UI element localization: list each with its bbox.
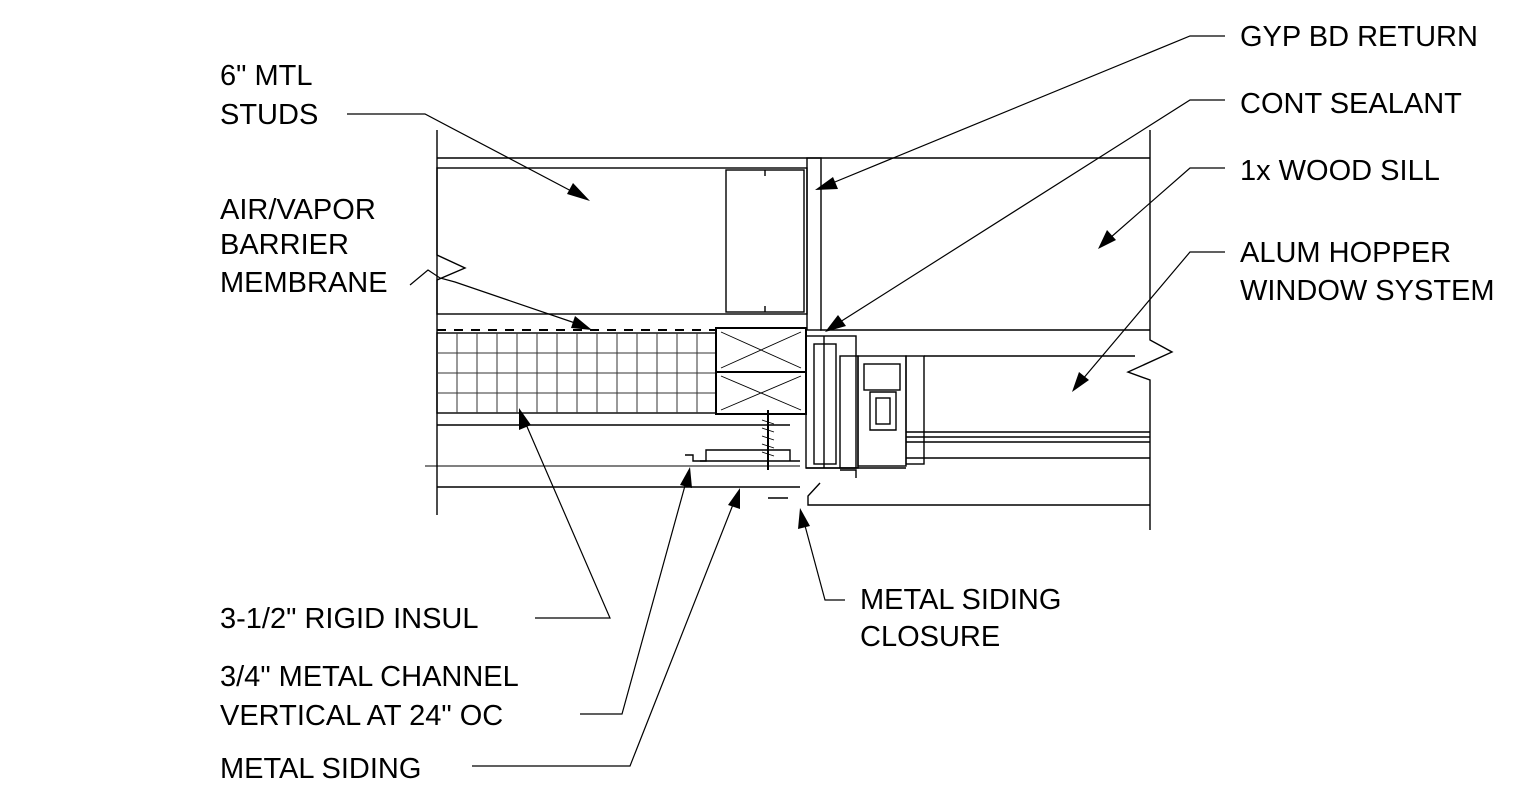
- label-cont-sealant: CONT SEALANT: [1240, 88, 1462, 120]
- label-gyp-bd-return: GYP BD RETURN: [1240, 21, 1478, 53]
- labels: 6" MTL STUDS AIR/VAPOR BARRIER MEMBRANE …: [220, 21, 1495, 785]
- wood-blocking: [715, 327, 807, 470]
- label-closure-line2: CLOSURE: [860, 621, 1000, 653]
- window-glazing: [820, 329, 1150, 459]
- label-channel-line2: VERTICAL AT 24" OC: [220, 700, 503, 732]
- rigid-insulation: [436, 332, 717, 414]
- label-closure-line1: METAL SIDING: [860, 584, 1061, 616]
- leaders: [347, 35, 1225, 767]
- label-mtl-studs-line1: 6" MTL: [220, 60, 312, 92]
- label-metal-siding: METAL SIDING: [220, 753, 421, 785]
- label-barrier-line3: MEMBRANE: [220, 267, 388, 299]
- label-rigid-insul: 3-1/2" RIGID INSUL: [220, 603, 478, 635]
- label-hopper-line1: ALUM HOPPER: [1240, 237, 1451, 269]
- gyp-bd-return-shape: [806, 157, 822, 331]
- label-mtl-studs-line2: STUDS: [220, 99, 318, 131]
- label-channel-line1: 3/4" METAL CHANNEL: [220, 661, 519, 693]
- metal-stud: [436, 167, 808, 315]
- window-frame: [805, 335, 925, 478]
- label-wood-sill: 1x WOOD SILL: [1240, 155, 1440, 187]
- siding-layers: [425, 424, 1150, 506]
- label-barrier-line2: BARRIER: [220, 229, 349, 261]
- label-hopper-line2: WINDOW SYSTEM: [1240, 275, 1495, 307]
- label-barrier-line1: AIR/VAPOR: [220, 194, 376, 226]
